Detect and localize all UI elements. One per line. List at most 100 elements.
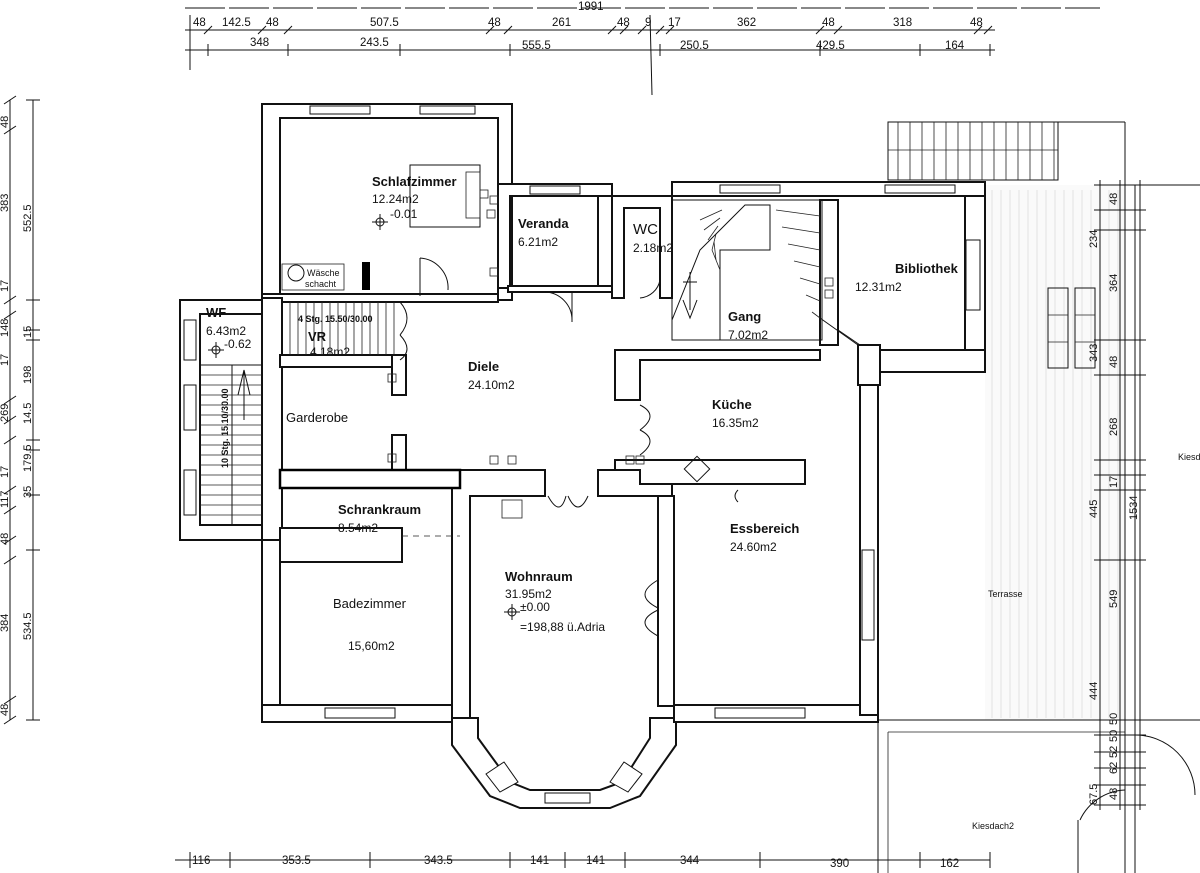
dim-label: 67.5 [1088, 784, 1100, 805]
dim-label: 52 [1108, 746, 1120, 758]
windows [183, 105, 981, 804]
room-gang: Gang 7.02m2 [728, 309, 768, 342]
room-name: Diele [468, 359, 499, 374]
dim-label: 444 [1088, 682, 1100, 700]
dim-label: 148 [0, 319, 11, 337]
room-name: Veranda [518, 216, 569, 231]
drawing-line [707, 225, 719, 241]
room-name: Garderobe [286, 410, 348, 425]
room-level: -0.01 [390, 207, 418, 221]
dim-label: 344 [680, 855, 700, 867]
dim-label: 141 [530, 855, 549, 867]
dim-label: 9 [645, 17, 651, 29]
room-area: 24.10m2 [468, 378, 515, 392]
drawing-line [3, 415, 17, 425]
room-vr: VR 4.18m2 [308, 329, 350, 359]
room-area: 2.18m2 [633, 241, 673, 255]
drawing-line [3, 310, 17, 320]
dim-label: 62 [1108, 762, 1120, 774]
dim-label: 17 [0, 466, 11, 478]
dim-label: 35 [22, 486, 34, 498]
room-area: 24.60m2 [730, 540, 777, 554]
dim-label: 549 [1108, 590, 1120, 608]
room-name: Schlafzimmer [372, 174, 457, 189]
dim-label: 534.5 [22, 612, 34, 640]
dim-label: 429.5 [816, 40, 845, 52]
dim-label: 164 [945, 40, 965, 52]
drawing-line [703, 217, 721, 231]
drawing-line [815, 25, 825, 35]
dim-label: 269 [0, 404, 11, 422]
top-dimensions-row1: 48 142.5 48 507.5 48 261 48 9 17 362 48 … [193, 17, 983, 29]
stair-label-upper: 4 Stg. 15.50/30.00 [298, 314, 373, 324]
room-area: 16.35m2 [712, 416, 759, 430]
room-area: 12.24m2 [372, 192, 419, 206]
room-area: 6.43m2 [206, 324, 246, 338]
room-level-sea: =198,88 ü.Adria [520, 620, 605, 634]
drawing-line [711, 249, 721, 271]
room-kueche: Küche 16.35m2 [712, 397, 759, 430]
kiesdach-edge-label: Kiesd [1178, 452, 1200, 462]
dim-label: 250.5 [680, 40, 709, 52]
dim-label: 48 [1108, 788, 1120, 800]
drawing-line [619, 25, 629, 35]
room-wf: WF 6.43m2 -0.62 [206, 305, 252, 351]
waesche-label: Wäsche [307, 268, 340, 278]
drawing-line [3, 695, 17, 705]
room-name: Badezimmer [333, 596, 407, 611]
dim-label: 384 [0, 614, 11, 632]
top-dimensions-row2: 348 243.5 555.5 250.5 429.5 164 1991 [250, 1, 965, 52]
dim-label: 17 [0, 280, 11, 292]
room-name: Gang [728, 309, 761, 324]
room-level: ±0.00 [520, 600, 550, 614]
dim-label: 390 [830, 858, 849, 870]
drawing-line [699, 209, 723, 221]
drawing-line [485, 25, 495, 35]
outdoor-stair [887, 121, 1200, 873]
dim-label: 48 [266, 17, 279, 29]
dimension-lines [3, 7, 1146, 868]
level-markers [208, 214, 520, 620]
dim-total-label: 1991 [578, 1, 604, 13]
room-name: Küche [712, 397, 752, 412]
stair-label-lower: 10 Stg. 15.10/30.00 [220, 388, 230, 468]
bottom-dimensions: 116 353.5 343.5 141 141 344 390 162 [192, 855, 959, 870]
walls [179, 103, 986, 809]
drawing-line [713, 241, 717, 261]
dim-label: 48 [0, 116, 11, 128]
room-essbereich: Essbereich 24.60m2 [730, 521, 799, 554]
dim-label: 445 [1088, 500, 1100, 518]
drawing-line [665, 25, 675, 35]
dim-total-label: 1534 [1128, 496, 1140, 520]
level-marker-icon [372, 214, 388, 230]
terrace-planters [1047, 287, 1096, 369]
room-area: 31.95m2 [505, 587, 552, 601]
dim-label: 48 [193, 17, 206, 29]
dim-label: 198 [22, 366, 34, 384]
doors [399, 257, 1196, 873]
dim-label: 343 [1088, 344, 1100, 362]
drawing-line [3, 395, 17, 405]
drawing-line [811, 311, 821, 319]
drawing-line [3, 295, 17, 305]
right-dimensions: 48 234 364 343 48 268 17 445 549 444 50 … [1088, 193, 1140, 805]
drawing-line [793, 260, 821, 268]
room-name: Wohnraum [505, 569, 573, 584]
room-badezimmer: Badezimmer 15,60m2 [333, 596, 407, 653]
room-name: VR [308, 329, 327, 344]
room-name: Essbereich [730, 521, 799, 536]
drawing-line [3, 95, 17, 105]
room-garderobe: Garderobe [286, 410, 348, 425]
dim-label: 48 [0, 704, 11, 716]
drawing-line [655, 25, 665, 35]
dim-label: 362 [737, 17, 756, 29]
dim-label: 48 [617, 17, 630, 29]
dim-label: 343.5 [424, 855, 453, 867]
dim-label: 48 [0, 533, 11, 545]
dim-label: 48 [822, 17, 835, 29]
vr-stair [289, 302, 395, 355]
left-dimensions-inner: 552.5 15 198 14.5 179.5 35 534.5 [22, 204, 34, 640]
room-area: 8.54m2 [338, 521, 378, 535]
drawing-line [257, 25, 267, 35]
